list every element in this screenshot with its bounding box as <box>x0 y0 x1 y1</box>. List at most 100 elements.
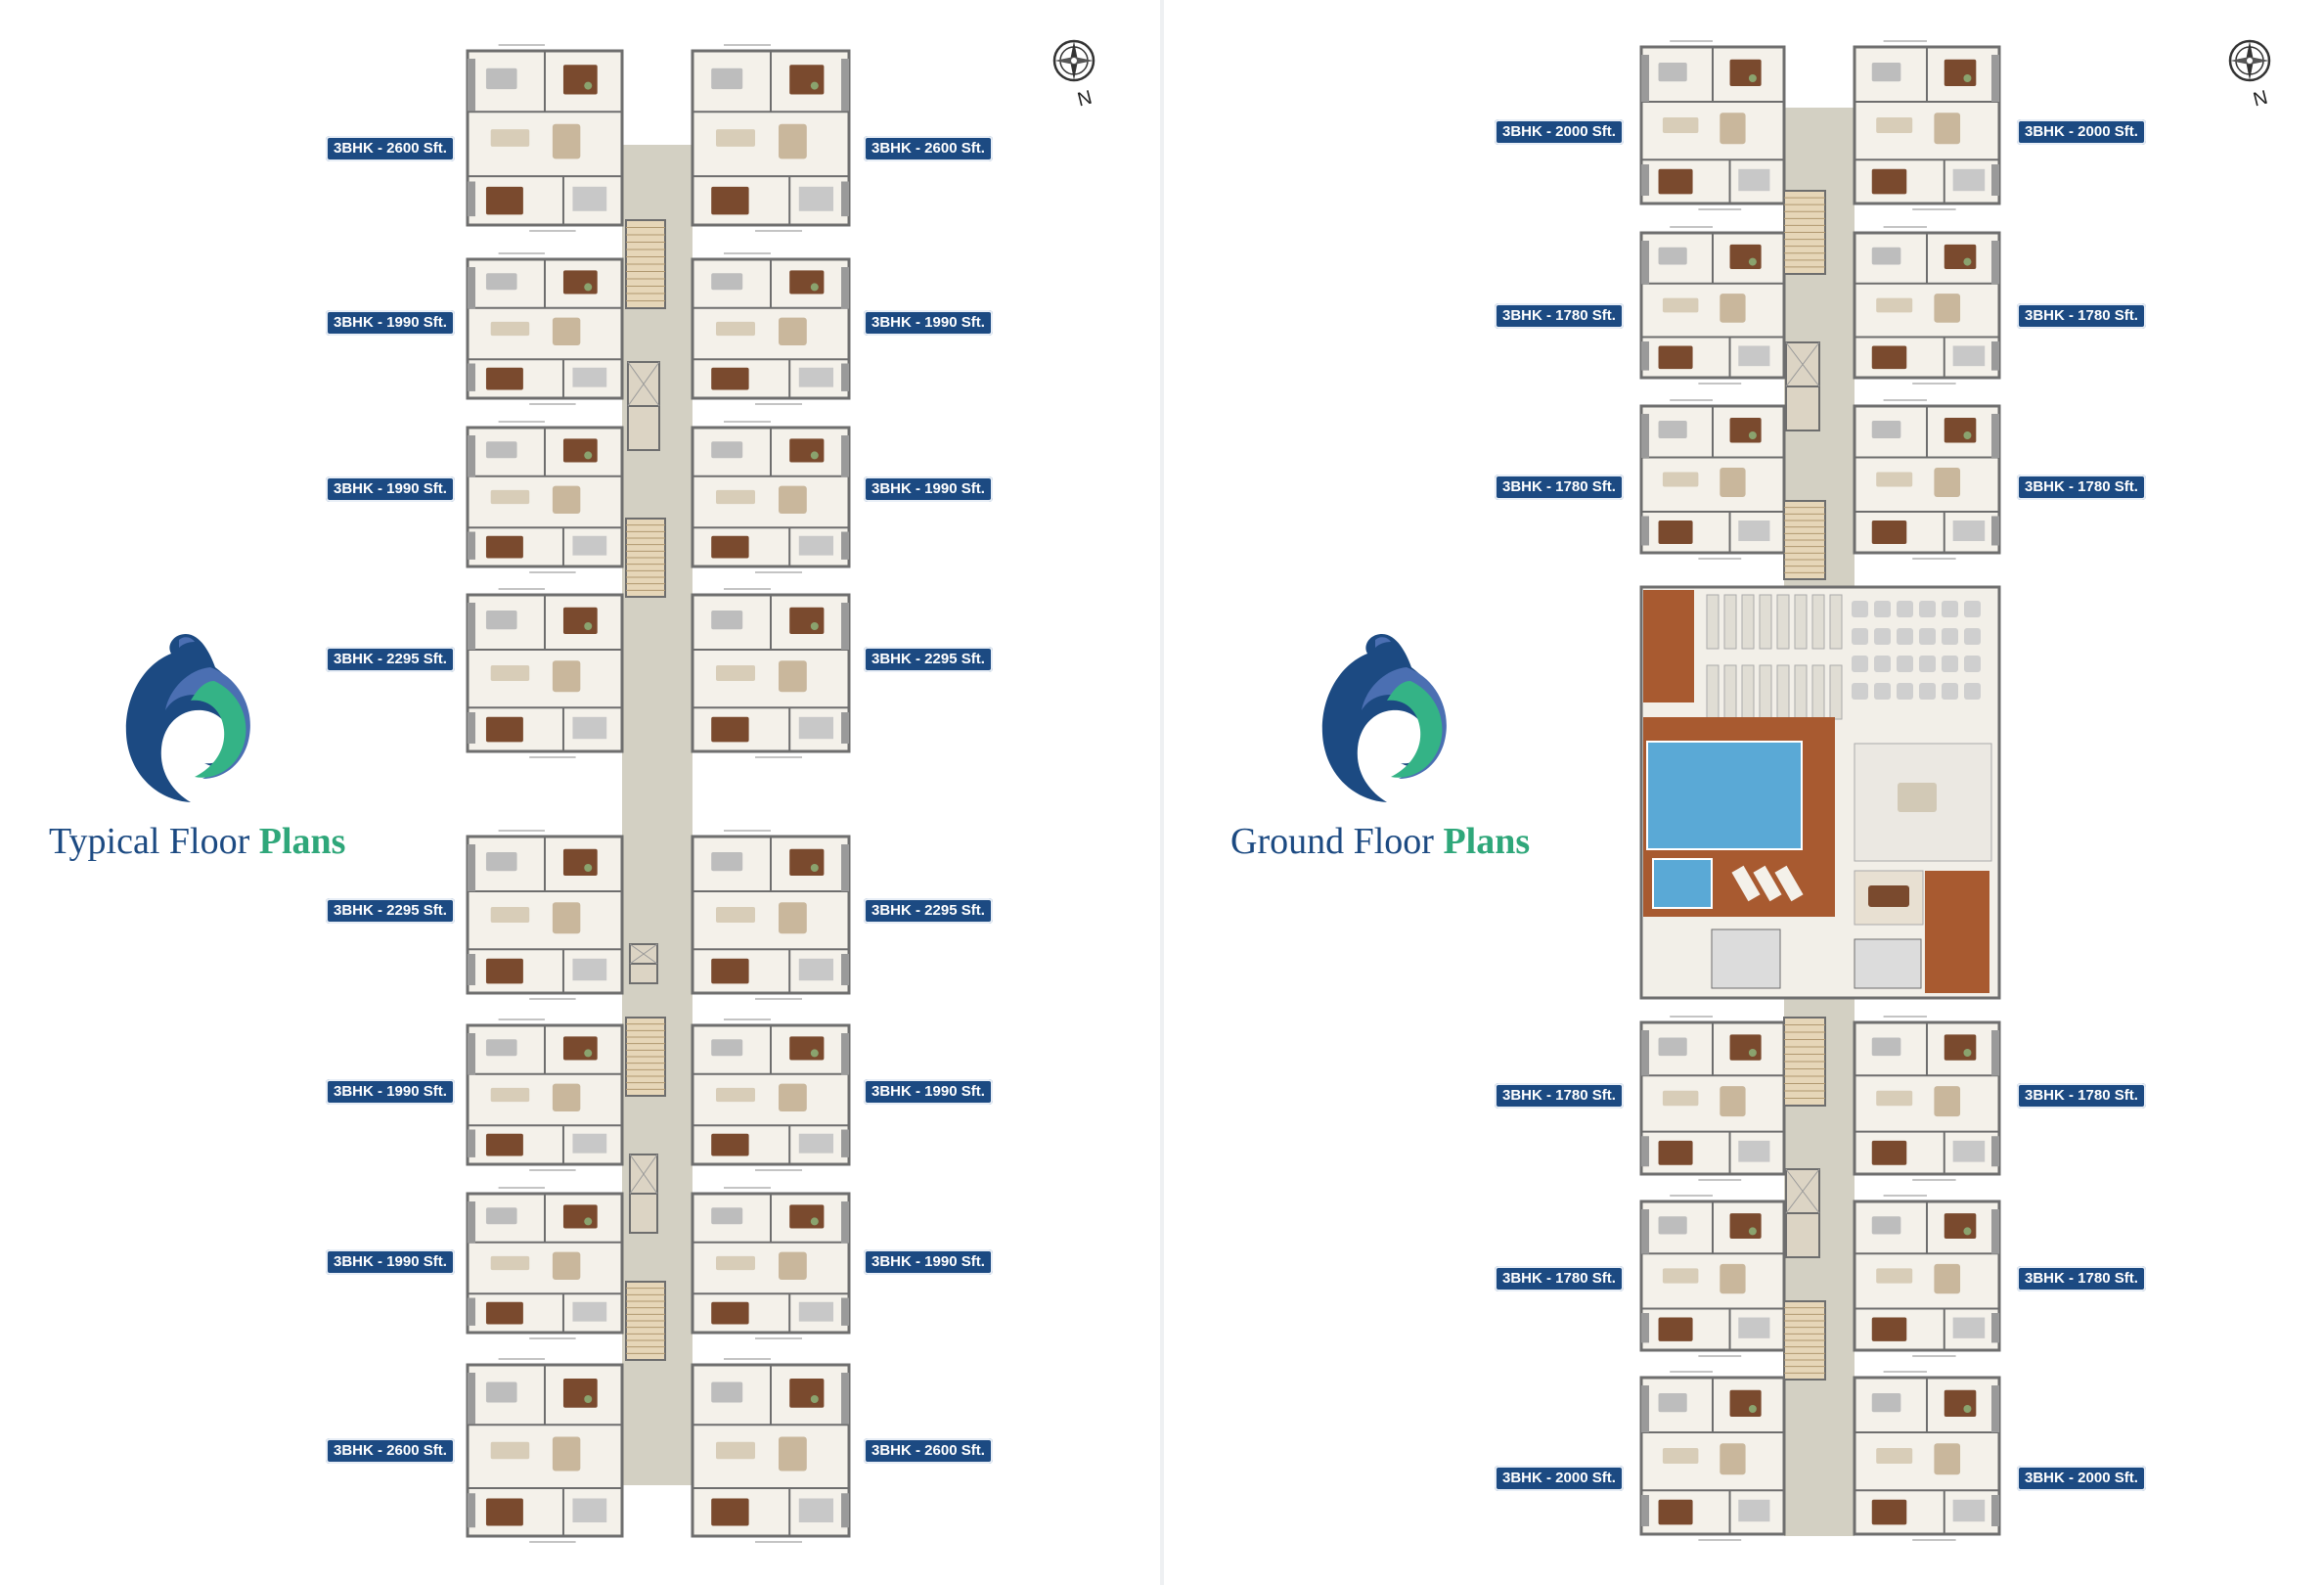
bed <box>1944 418 1977 443</box>
dining-table <box>1919 601 1936 617</box>
bed <box>711 1498 749 1526</box>
seating-row <box>1741 664 1755 720</box>
seating-row <box>1794 594 1808 650</box>
kitchen <box>798 367 833 387</box>
sofa <box>1876 472 1913 487</box>
dining-table <box>1919 656 1936 672</box>
balcony <box>1991 516 1999 546</box>
restroom <box>1854 938 1922 989</box>
plant <box>1748 1049 1757 1057</box>
rug <box>1720 1263 1746 1294</box>
balcony <box>841 267 849 309</box>
pool-lounger <box>1753 865 1782 902</box>
bed <box>1729 1213 1762 1239</box>
sofa <box>490 321 530 337</box>
kitchen <box>1952 345 1986 367</box>
sofa <box>1876 117 1913 133</box>
bed <box>1658 1499 1693 1525</box>
balcony <box>468 531 475 560</box>
bath-fixture <box>1871 63 1901 82</box>
gf-unit-label-right-6: 3BHK - 2000 Sft. <box>2017 1466 2146 1491</box>
sofa <box>716 1087 755 1103</box>
balcony <box>1641 516 1649 546</box>
dining-table <box>1897 601 1913 617</box>
kitchen <box>1738 521 1770 541</box>
rug <box>552 317 581 346</box>
rug <box>1934 1443 1961 1475</box>
bed <box>711 535 749 559</box>
bed <box>562 1379 598 1408</box>
kitchen <box>1952 1499 1986 1522</box>
unit-label-left-5: 3BHK - 2295 Sft. <box>326 898 455 924</box>
unit-label-right-1: 3BHK - 2600 Sft. <box>864 136 993 161</box>
sofa <box>716 907 755 923</box>
balcony <box>1641 1030 1649 1076</box>
balcony <box>841 1201 849 1244</box>
unit-label-right-8: 3BHK - 2600 Sft. <box>864 1438 993 1464</box>
balcony <box>1991 1030 1999 1076</box>
meeting-table <box>1868 885 1909 907</box>
balcony <box>1641 1385 1649 1432</box>
dining-table <box>1897 628 1913 645</box>
kitchen <box>1738 345 1770 367</box>
ground-floor-plan-drawing <box>1639 40 2001 1541</box>
bed <box>789 438 825 463</box>
kitchen <box>798 1301 833 1322</box>
unit-label-right-3: 3BHK - 1990 Sft. <box>864 476 993 502</box>
bed <box>1729 59 1762 86</box>
rug <box>1934 294 1961 323</box>
kitchen <box>798 1133 833 1154</box>
seating-row <box>1723 594 1737 650</box>
sofa <box>490 1087 530 1103</box>
dining-table <box>1919 628 1936 645</box>
bed <box>1658 1140 1693 1165</box>
sofa <box>1662 472 1699 487</box>
plant <box>1963 1405 1972 1413</box>
meeting-room <box>1854 870 1924 926</box>
dining-table <box>1964 628 1981 645</box>
shell-logo-icon <box>125 634 250 802</box>
lift-cross <box>1785 341 1820 387</box>
unit-label-left-4: 3BHK - 2295 Sft. <box>326 647 455 672</box>
plant <box>584 1217 593 1226</box>
balcony <box>1991 164 1999 196</box>
plant <box>810 1049 819 1058</box>
sofa <box>1876 1448 1913 1464</box>
plant <box>1963 1049 1972 1057</box>
title-part-1: Ground Floor <box>1230 821 1434 862</box>
plant <box>1748 74 1757 82</box>
bed <box>485 716 523 743</box>
balcony <box>1641 55 1649 102</box>
dining-table <box>1874 683 1891 700</box>
bed <box>789 1204 825 1229</box>
bed <box>789 1379 825 1408</box>
bath-fixture <box>1658 63 1687 82</box>
bath-fixture <box>1871 1393 1901 1413</box>
balcony <box>1641 341 1649 371</box>
balcony <box>1641 241 1649 285</box>
unit-label-left-1: 3BHK - 2600 Sft. <box>326 136 455 161</box>
balcony <box>841 603 849 650</box>
bath-fixture <box>485 852 517 872</box>
dining-table <box>1874 656 1891 672</box>
pool-lounger <box>1731 865 1761 902</box>
kitchen <box>798 1498 833 1522</box>
unit-label-left-2: 3BHK - 1990 Sft. <box>326 310 455 336</box>
sofa <box>716 321 755 337</box>
sofa <box>1876 1090 1913 1107</box>
balcony <box>841 1373 849 1425</box>
balcony <box>841 531 849 560</box>
seating-row <box>1811 594 1825 650</box>
bath-fixture <box>711 1039 743 1057</box>
bed <box>1871 1317 1907 1341</box>
dining-table <box>1874 601 1891 617</box>
lift-cross <box>629 1154 658 1195</box>
bed <box>1871 168 1907 195</box>
seating-row <box>1759 594 1772 650</box>
balcony <box>1991 1136 1999 1167</box>
bed <box>711 367 749 390</box>
page-title: Ground Floor Plans <box>1230 820 1530 863</box>
sofa <box>716 129 755 147</box>
bath-fixture <box>485 1381 517 1403</box>
kitchen <box>1952 168 1986 192</box>
